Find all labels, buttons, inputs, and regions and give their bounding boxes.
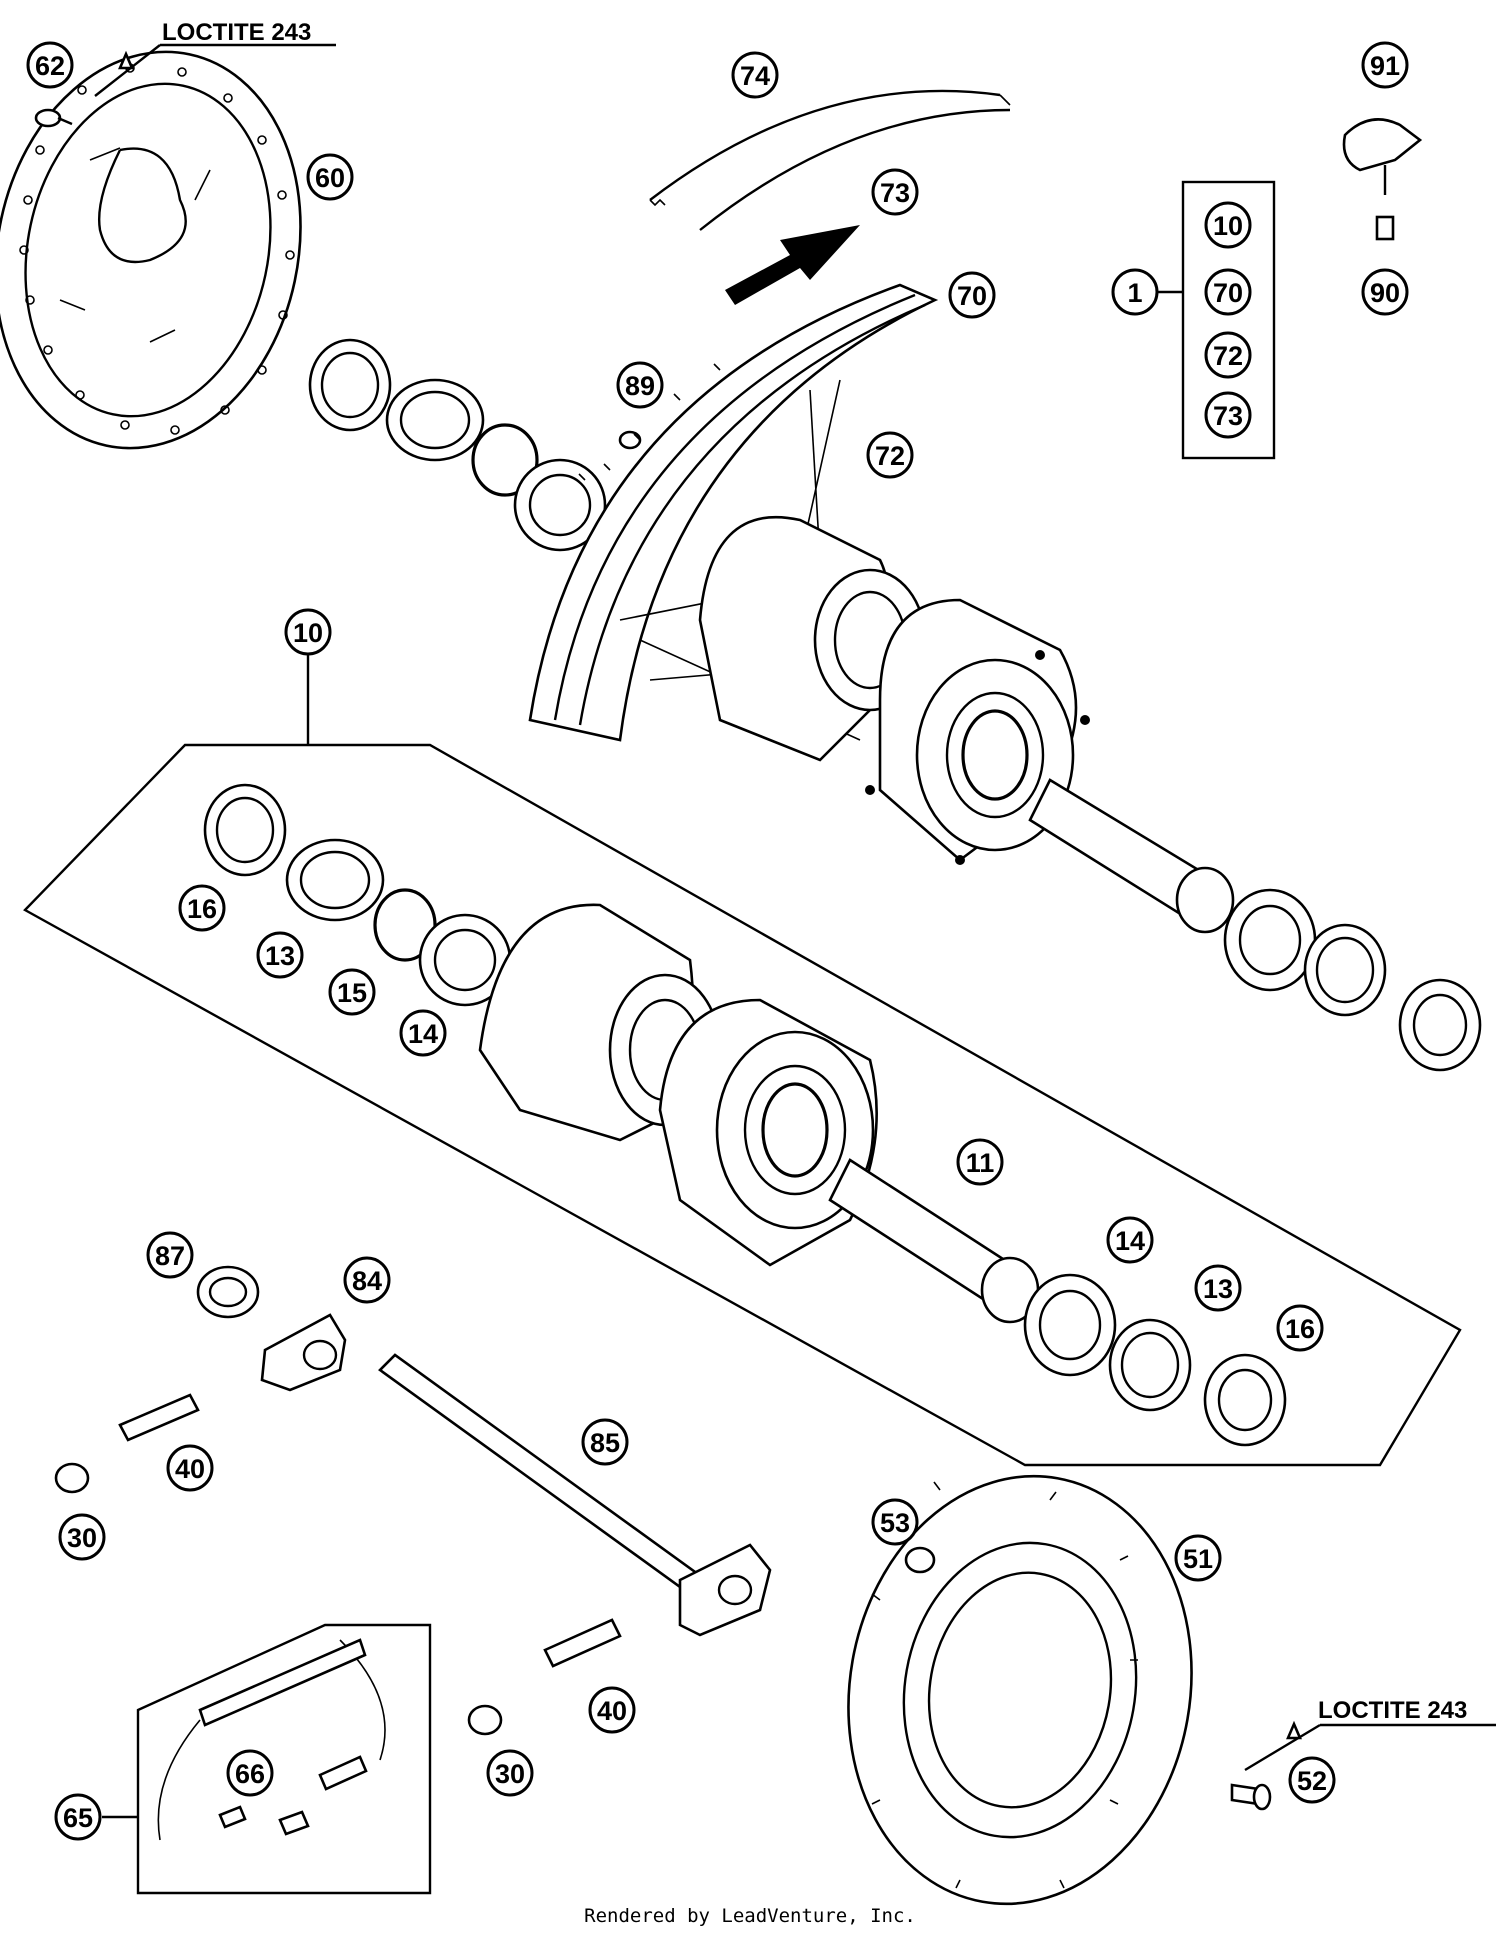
tire-section xyxy=(649,89,1011,231)
svg-text:73: 73 xyxy=(880,178,910,208)
svg-text:62: 62 xyxy=(35,51,65,81)
rim xyxy=(528,283,939,742)
svg-text:30: 30 xyxy=(67,1523,97,1553)
rear-sprocket xyxy=(847,1474,1193,1906)
svg-text:70: 70 xyxy=(1213,278,1243,308)
svg-text:65: 65 xyxy=(63,1803,93,1833)
callout-89: 89 xyxy=(616,361,664,409)
svg-text:14: 14 xyxy=(1115,1226,1145,1256)
callout-13-left: 13 xyxy=(256,931,304,979)
svg-text:70: 70 xyxy=(957,281,987,311)
svg-text:13: 13 xyxy=(265,941,295,971)
svg-text:85: 85 xyxy=(590,1428,620,1458)
svg-text:51: 51 xyxy=(1183,1544,1213,1574)
svg-text:72: 72 xyxy=(875,441,905,471)
adjuster-bolt-top xyxy=(118,1393,200,1442)
chain-box xyxy=(102,1623,432,1895)
svg-text:16: 16 xyxy=(187,894,217,924)
svg-text:13: 13 xyxy=(1203,1274,1233,1304)
callout-73: 73 xyxy=(871,168,919,216)
loctite-label-top-left: LOCTITE 243 xyxy=(162,19,311,46)
callout-30-top: 30 xyxy=(58,1513,106,1561)
callout-kit-70: 70 xyxy=(1204,268,1252,316)
svg-text:10: 10 xyxy=(1213,211,1243,241)
callout-53: 53 xyxy=(871,1498,919,1546)
loctite-label-bottom-right: LOCTITE 243 xyxy=(1318,1697,1467,1724)
svg-text:1: 1 xyxy=(1127,278,1142,308)
svg-text:52: 52 xyxy=(1297,1766,1327,1796)
svg-text:30: 30 xyxy=(495,1759,525,1789)
footer-credit: Rendered by LeadVenture, Inc. xyxy=(584,1905,916,1927)
callout-66: 66 xyxy=(226,1749,274,1797)
axle-nut xyxy=(196,1265,260,1319)
svg-text:14: 14 xyxy=(408,1019,438,1049)
callout-30-bottom: 30 xyxy=(486,1749,534,1797)
callout-15: 15 xyxy=(328,968,376,1016)
callout-84: 84 xyxy=(343,1256,391,1304)
group-10-outline xyxy=(23,743,1462,1467)
callout-85: 85 xyxy=(581,1418,629,1466)
callout-62: 62 xyxy=(26,41,74,89)
callout-70: 70 xyxy=(948,271,996,319)
svg-text:84: 84 xyxy=(352,1266,382,1296)
svg-text:16: 16 xyxy=(1285,1314,1315,1344)
callout-90: 90 xyxy=(1361,268,1409,316)
kit-contents-box xyxy=(1157,180,1276,460)
axle xyxy=(378,1353,772,1637)
rim-lock xyxy=(1342,118,1423,241)
svg-text:74: 74 xyxy=(740,61,770,91)
disc-holes xyxy=(19,63,295,435)
callout-52: 52 xyxy=(1288,1756,1336,1804)
callout-72: 72 xyxy=(866,431,914,479)
top-hub xyxy=(698,515,1090,865)
nut-bottom xyxy=(467,1704,503,1736)
top-spacer-bearing-set xyxy=(308,338,642,552)
callout-kit-72: 72 xyxy=(1204,331,1252,379)
adjuster-bolt-bottom xyxy=(543,1618,622,1668)
nut-top xyxy=(54,1462,90,1494)
svg-text:11: 11 xyxy=(966,1148,995,1178)
svg-text:87: 87 xyxy=(155,1241,185,1271)
svg-text:40: 40 xyxy=(597,1696,627,1726)
svg-text:10: 10 xyxy=(293,618,323,648)
group-10-parts xyxy=(203,783,1287,1447)
chain-adjuster-left xyxy=(260,1313,347,1392)
svg-text:53: 53 xyxy=(880,1508,910,1538)
rotation-direction-arrow xyxy=(725,225,860,305)
disc-bolt xyxy=(34,108,73,128)
callout-16-right: 16 xyxy=(1276,1304,1324,1352)
svg-text:89: 89 xyxy=(625,371,655,401)
svg-text:15: 15 xyxy=(337,978,367,1008)
svg-text:60: 60 xyxy=(315,163,345,193)
callout-60: 60 xyxy=(306,153,354,201)
callout-40-bottom: 40 xyxy=(588,1686,636,1734)
svg-text:72: 72 xyxy=(1213,341,1243,371)
callout-40-top: 40 xyxy=(166,1444,214,1492)
callout-14-left: 14 xyxy=(399,1009,447,1057)
callout-14-right: 14 xyxy=(1106,1216,1154,1264)
svg-text:90: 90 xyxy=(1370,278,1400,308)
callout-1: 1 xyxy=(1111,268,1159,316)
callout-kit-10: 10 xyxy=(1204,201,1252,249)
top-right-spacer-bearing-set xyxy=(1028,778,1482,1072)
sprocket-bolt xyxy=(1230,1720,1302,1811)
callout-91: 91 xyxy=(1361,41,1409,89)
callout-kit-73: 73 xyxy=(1204,391,1252,439)
svg-text:40: 40 xyxy=(175,1454,205,1484)
callout-11: 11 xyxy=(956,1138,1004,1186)
loctite-drop xyxy=(118,50,134,70)
callout-87: 87 xyxy=(146,1231,194,1279)
callout-74: 74 xyxy=(731,51,779,99)
svg-text:73: 73 xyxy=(1213,401,1243,431)
sprocket-nut xyxy=(904,1546,936,1574)
svg-text:91: 91 xyxy=(1370,51,1400,81)
callout-51: 51 xyxy=(1174,1534,1222,1582)
callout-16-left: 16 xyxy=(178,884,226,932)
callout-13-right: 13 xyxy=(1194,1264,1242,1312)
brake-disc xyxy=(0,50,302,450)
svg-text:66: 66 xyxy=(235,1759,265,1789)
callout-10: 10 xyxy=(284,608,332,656)
callout-65: 65 xyxy=(54,1793,102,1841)
